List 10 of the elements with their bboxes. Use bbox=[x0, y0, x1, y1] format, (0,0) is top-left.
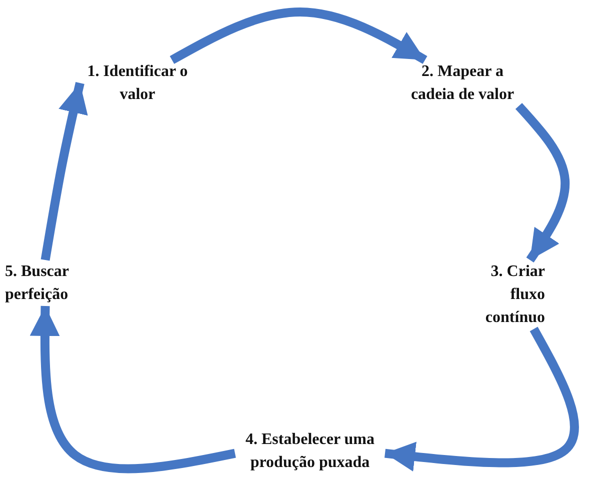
cycle-arrow bbox=[384, 326, 579, 472]
cycle-arrow bbox=[30, 306, 236, 474]
step-label: 3. Criar fluxo contínuo bbox=[470, 260, 545, 329]
cycle-arrow bbox=[170, 8, 428, 64]
step-label: 2. Mapear a cadeia de valor bbox=[400, 60, 525, 106]
cycle-arrow bbox=[40, 82, 88, 261]
step-label: 5. Buscar perfeição bbox=[5, 260, 120, 306]
step-label: 1. Identificar o valor bbox=[80, 60, 195, 106]
cycle-arrow bbox=[515, 102, 570, 263]
step-label: 4. Estabelecer uma produção puxada bbox=[235, 428, 385, 474]
